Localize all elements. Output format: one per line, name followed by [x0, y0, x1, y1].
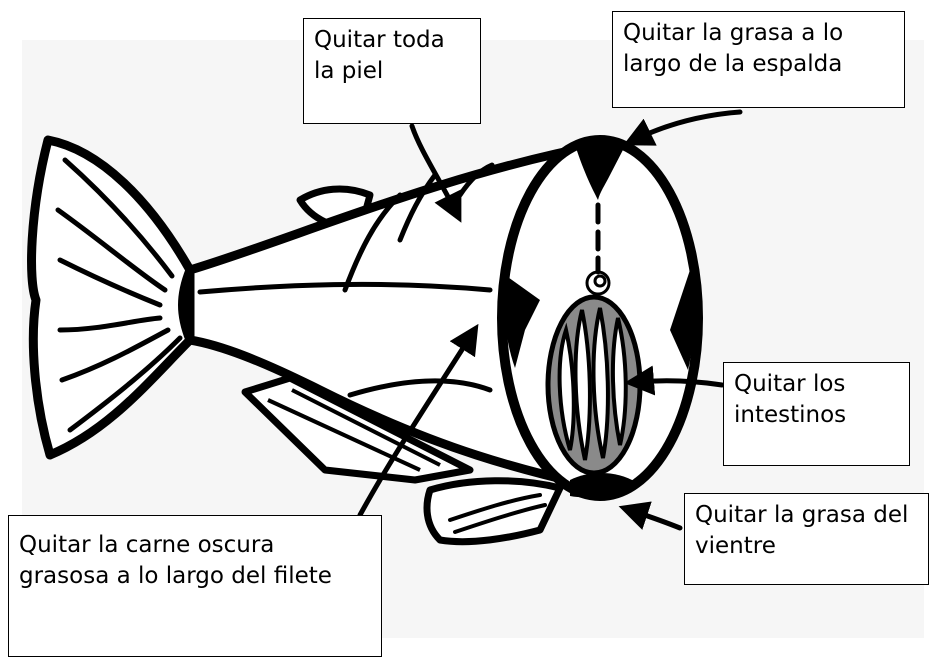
label-remove-intestines: Quitar los intestinos: [723, 362, 910, 466]
label-remove-back-fat: Quitar la grasa a lo largo de la espalda: [612, 11, 905, 108]
ventral-fin: [427, 481, 560, 542]
label-remove-dark-meat: Quitar la carne oscura grasosa a lo larg…: [8, 515, 382, 657]
label-remove-skin: Quitar toda la piel: [303, 18, 481, 124]
label-remove-belly-fat: Quitar la grasa del vientre: [684, 493, 929, 585]
